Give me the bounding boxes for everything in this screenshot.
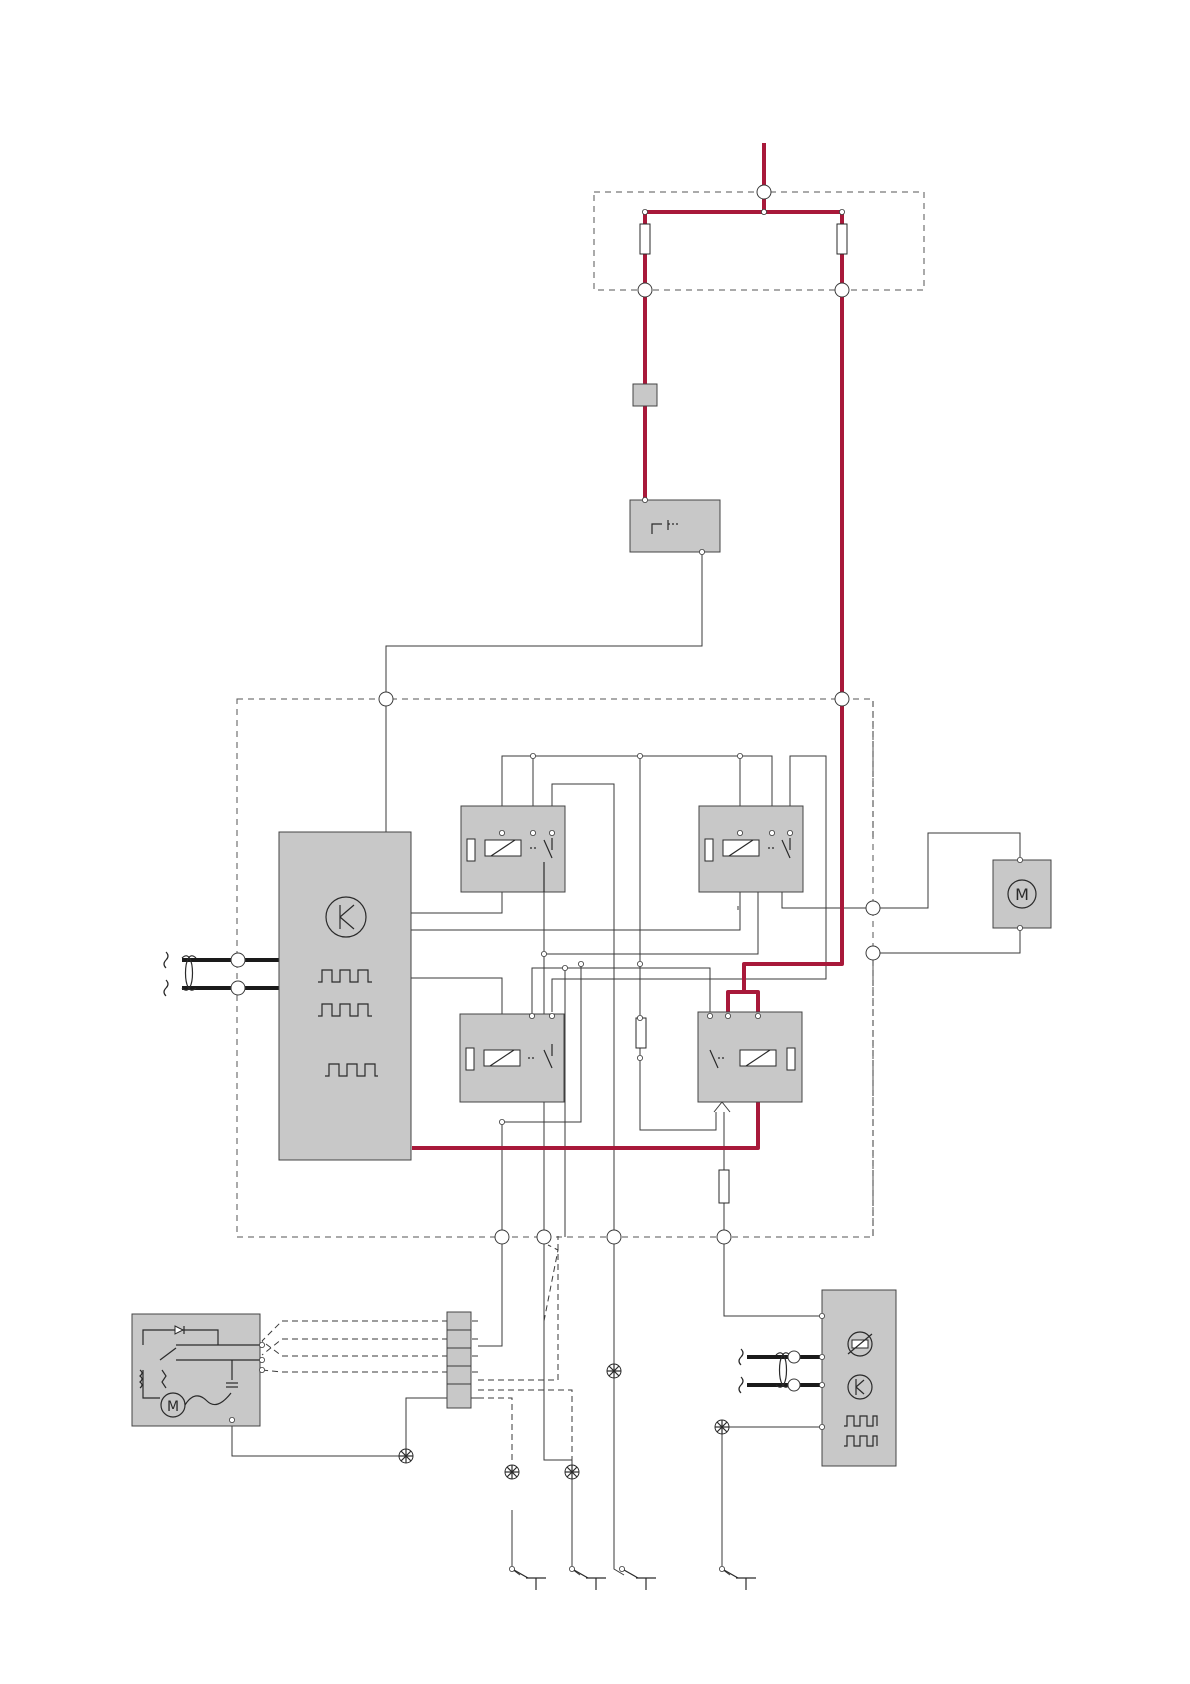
fuse-icon <box>719 1170 729 1203</box>
connection-node <box>835 692 849 706</box>
relay-2 <box>699 806 803 892</box>
ground-icon <box>569 1566 606 1590</box>
pin <box>642 209 647 214</box>
pin <box>637 1015 642 1020</box>
connection-node <box>866 901 880 915</box>
connection-node <box>866 946 880 960</box>
relay-1 <box>461 806 565 892</box>
switch-module <box>630 500 720 552</box>
pin <box>819 1424 824 1429</box>
relay-3 <box>460 1014 564 1102</box>
connection-node <box>835 283 849 297</box>
connection-node <box>379 692 393 706</box>
connection-node <box>788 1379 800 1391</box>
pin <box>499 830 504 835</box>
pin <box>769 830 774 835</box>
pin <box>839 209 844 214</box>
connection-node <box>788 1351 800 1363</box>
connection-node <box>537 1230 551 1244</box>
splice-icon <box>399 1449 413 1463</box>
fan-motor: M <box>993 860 1051 928</box>
pin <box>541 951 546 956</box>
pin <box>259 1357 264 1362</box>
pin <box>637 961 642 966</box>
pin <box>699 549 704 554</box>
pin <box>229 1417 234 1422</box>
connection-node <box>717 1230 731 1244</box>
pin <box>755 1013 760 1018</box>
connection-node <box>231 953 245 967</box>
svg-text:M: M <box>1015 885 1029 904</box>
pin <box>819 1354 824 1359</box>
splice-icon <box>715 1420 729 1434</box>
fuse-icon <box>837 224 847 254</box>
resistor-icon <box>467 839 475 861</box>
pin <box>499 1119 504 1124</box>
pin <box>562 965 567 970</box>
fuse-icon <box>636 1018 646 1048</box>
sensor-module <box>822 1290 896 1466</box>
pin <box>259 1367 264 1372</box>
pin <box>819 1313 824 1318</box>
pin <box>707 1013 712 1018</box>
pin <box>549 1013 554 1018</box>
pin <box>642 497 647 502</box>
splice-icon <box>607 1364 621 1378</box>
pin <box>737 753 742 758</box>
pin <box>637 753 642 758</box>
ground-points <box>509 1566 756 1590</box>
wiper-motor: M <box>132 1314 262 1426</box>
inline-connector <box>633 384 657 406</box>
pin <box>1017 857 1022 862</box>
fuse-icon <box>640 224 650 254</box>
ground-icon <box>719 1566 756 1590</box>
splice-icon <box>505 1465 519 1479</box>
connection-node <box>757 185 771 199</box>
pin <box>761 209 766 214</box>
pin <box>259 1342 264 1347</box>
pin <box>529 1013 534 1018</box>
connection-node <box>495 1230 509 1244</box>
pin <box>530 830 535 835</box>
pin <box>578 961 583 966</box>
resistor-icon <box>466 1048 474 1070</box>
resistor-icon <box>787 1048 795 1070</box>
connection-nodes <box>229 185 1022 1430</box>
fuse-box <box>640 224 847 254</box>
pin <box>787 830 792 835</box>
svg-text:M: M <box>167 1399 179 1415</box>
connection-node <box>638 283 652 297</box>
connection-node <box>607 1230 621 1244</box>
pin <box>1017 925 1022 930</box>
ground-icon <box>619 1566 656 1590</box>
pin <box>737 830 742 835</box>
ground-icon <box>509 1566 546 1590</box>
pin <box>549 830 554 835</box>
connection-node <box>231 981 245 995</box>
junction-connector <box>447 1312 471 1408</box>
pin <box>530 753 535 758</box>
pin <box>725 1013 730 1018</box>
resistor-icon <box>705 839 713 861</box>
relay-4 <box>698 1012 802 1102</box>
splice-icon <box>565 1465 579 1479</box>
control-module <box>279 832 411 1160</box>
pin <box>637 1055 642 1060</box>
pin <box>819 1382 824 1387</box>
